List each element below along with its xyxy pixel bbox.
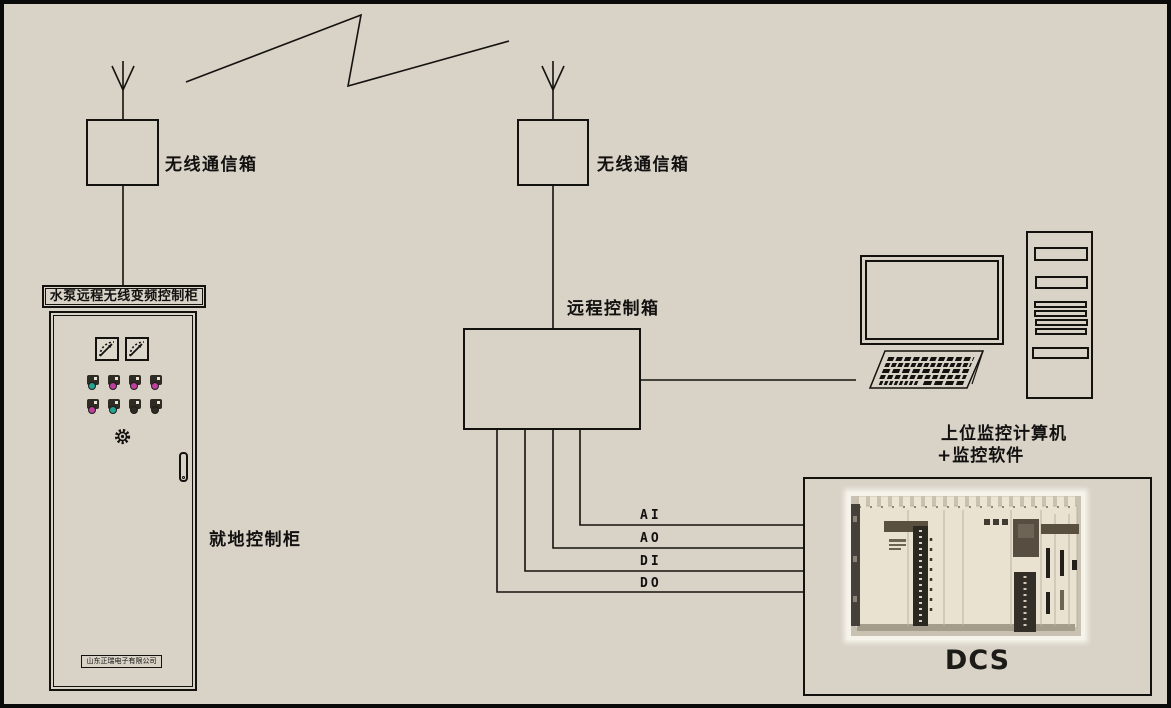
- wireless-comm-box-right: [517, 119, 589, 186]
- cabinet-door: [53, 315, 193, 687]
- signal-label-do: DO: [640, 576, 662, 591]
- signal-label-di: DI: [640, 554, 662, 569]
- computer-tower-icon: [1026, 231, 1093, 399]
- indicator-lamp: [150, 375, 162, 390]
- monitor-screen: [865, 260, 999, 340]
- antenna-left-icon: [111, 61, 135, 119]
- dcs-label: DCS: [944, 645, 1011, 676]
- cabinet-title-plate: 水泵远程无线变频控制柜: [42, 285, 206, 308]
- signal-line-ao: [552, 430, 803, 549]
- signal-label-ai: AI: [640, 508, 662, 523]
- indicator-lamp: [87, 399, 99, 414]
- monitor-icon: [860, 255, 1004, 345]
- panel-meter-icon: [95, 337, 119, 361]
- indicator-lamp: [108, 375, 120, 390]
- remote-control-box: [463, 328, 641, 430]
- dcs-box: DCS: [803, 477, 1152, 696]
- remote-control-box-label: 远程控制箱: [567, 299, 660, 319]
- wireless-signal-zigzag: [185, 13, 510, 88]
- signal-label-ao: AO: [640, 531, 662, 546]
- signal-line-ai: [579, 430, 803, 526]
- gear-knob-icon: [114, 428, 131, 445]
- indicator-lamp: [108, 399, 120, 414]
- indicator-lamp: [150, 399, 162, 414]
- signal-line-di: [524, 430, 803, 572]
- wireless-comm-box-right-label: 无线通信箱: [597, 155, 690, 175]
- indicator-lamp: [129, 375, 141, 390]
- panel-meter-icon: [125, 337, 149, 361]
- keyboard-icon: [868, 350, 985, 389]
- local-control-cabinet: [49, 311, 197, 691]
- wireless-comm-box-left: [86, 119, 159, 186]
- door-handle: [179, 452, 188, 482]
- wireless-comm-box-left-label: 无线通信箱: [165, 155, 258, 175]
- cabinet-title-text: 水泵远程无线变频控制柜: [45, 288, 203, 305]
- indicator-lamp: [129, 399, 141, 414]
- host-computer-label-line2: +监控软件: [937, 446, 1025, 466]
- cabinet-nameplate: 山东正瑞电子有限公司: [81, 655, 162, 668]
- host-computer-label-line1: 上位监控计算机: [941, 424, 1067, 444]
- plc-rack-photo: [847, 492, 1085, 640]
- local-cabinet-label: 就地控制柜: [209, 530, 302, 550]
- indicator-lamp: [87, 375, 99, 390]
- antenna-right-icon: [541, 61, 565, 119]
